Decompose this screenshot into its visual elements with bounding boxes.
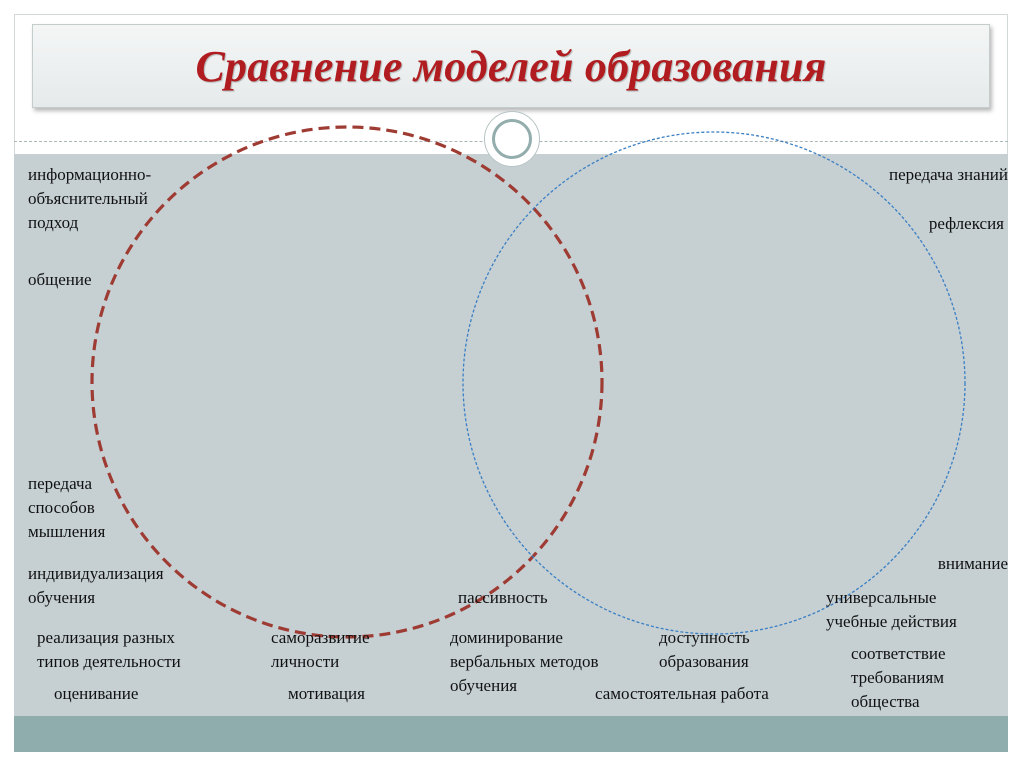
circle-ornament-icon <box>484 111 540 167</box>
label-knowledge-transfer: передача знаний <box>889 165 1008 184</box>
slide-title: Сравнение моделей образования <box>195 41 827 91</box>
ornament-ring <box>492 119 532 159</box>
title-box: Сравнение моделей образования <box>32 24 990 108</box>
label-assessment: оценивание <box>54 684 139 703</box>
label-passivity: пассивность <box>458 588 548 607</box>
left-circle <box>90 125 604 639</box>
content-area <box>14 154 1008 716</box>
label-attention: внимание <box>937 554 1008 573</box>
label-communication: общение <box>28 270 92 289</box>
right-circle <box>462 131 966 635</box>
label-independent-work: самостоятельная работа <box>595 684 769 703</box>
label-reflection: рефлексия <box>928 214 1004 233</box>
footer-bar <box>14 716 1008 752</box>
label-motivation: мотивация <box>288 684 365 703</box>
